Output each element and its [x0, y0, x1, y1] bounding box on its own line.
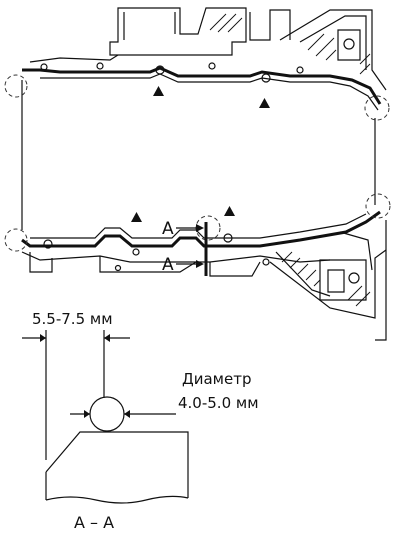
triangle-marker-icon	[153, 86, 164, 96]
dashed-circle-icon	[364, 95, 390, 121]
section-title: A – A	[74, 513, 114, 532]
diameter-title: Диаметр	[182, 370, 251, 388]
diameter-spec: 4.0-5.0 мм	[178, 394, 259, 412]
triangle-markers	[131, 86, 270, 222]
zoom-circles	[4, 74, 391, 252]
dashed-circle-icon	[4, 74, 28, 98]
detail-section: 5.5-7.5 мм Диаметр 4.0-5.0 мм A – A	[22, 310, 259, 532]
dashed-circle-icon	[365, 193, 391, 219]
triangle-marker-icon	[224, 206, 235, 216]
dashed-circle-icon	[4, 228, 28, 252]
housing-outline	[21, 7, 387, 341]
section-marker-lower: A	[162, 255, 174, 275]
gap-spec-label: 5.5-7.5 мм	[32, 310, 113, 328]
triangle-marker-icon	[131, 212, 142, 222]
section-marker-upper: A	[162, 219, 174, 239]
section-cut: A A	[162, 219, 208, 276]
sealant-bead-icon	[89, 396, 125, 432]
triangle-marker-icon	[259, 98, 270, 108]
